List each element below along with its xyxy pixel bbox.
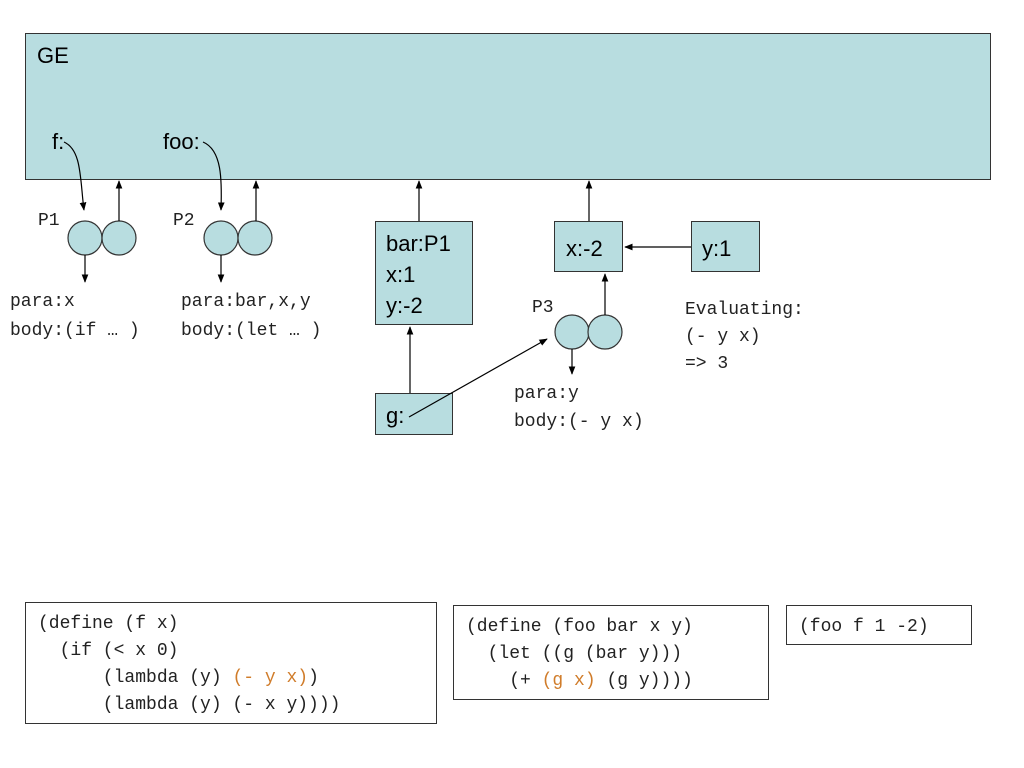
code-define-f: (define (f x) (if (< x 0) (lambda (y) (-…	[25, 602, 437, 724]
frame-binding-x-neg2: x:-2	[566, 236, 603, 261]
code-line: (lambda (y) (- y x))	[38, 668, 319, 688]
highlighted-expression: (- y x)	[232, 668, 309, 688]
frame-binding-bar: bar:P1	[386, 231, 451, 256]
p1-parameters: para:x	[10, 292, 75, 312]
global-environment-label: GE	[37, 43, 69, 68]
global-environment-frame	[25, 33, 991, 180]
p3-parameters: para:y	[514, 384, 579, 404]
procedure-object-p3	[554, 314, 623, 350]
code-line: (define (f x)	[38, 614, 179, 634]
highlighted-expression: (g x)	[541, 671, 596, 691]
code-line: (if (< x 0)	[38, 641, 179, 661]
frame-bar-x-y	[375, 221, 473, 325]
code-line: (define (foo bar x y)	[466, 617, 693, 637]
evaluation-result: => 3	[685, 354, 729, 374]
p3-body: body:(- y x)	[514, 412, 644, 432]
code-line: (lambda (y) (- x y))))	[38, 695, 341, 715]
procedure-label-p3: P3	[532, 298, 554, 318]
frame-binding-x: x:1	[386, 262, 416, 287]
p1-body: body:(if … )	[10, 321, 140, 341]
procedure-object-p1	[67, 220, 137, 256]
frame-binding-y-1: y:1	[702, 236, 732, 261]
arrow-g-to-p3	[408, 338, 548, 418]
p2-body: body:(let … )	[181, 321, 322, 341]
code-define-foo: (define (foo bar x y) (let ((g (bar y)))…	[453, 605, 769, 700]
code-call-foo: (foo f 1 -2)	[786, 605, 972, 645]
arrow-f-to-p1	[63, 141, 87, 211]
binding-f: f:	[52, 129, 65, 154]
arrow-foo-to-p2	[202, 141, 225, 211]
code-line: (+ (g x) (g y))))	[466, 671, 693, 691]
frame-x	[554, 221, 623, 272]
frame-y	[691, 221, 760, 272]
code-line: (let ((g (bar y)))	[466, 644, 683, 664]
procedure-label-p1: P1	[38, 211, 60, 231]
p2-parameters: para:bar,x,y	[181, 292, 311, 312]
frame-binding-g: g:	[386, 403, 405, 428]
binding-foo: foo:	[163, 129, 200, 154]
code-line: (foo f 1 -2)	[799, 617, 929, 637]
procedure-object-p2	[203, 220, 273, 256]
frame-binding-y: y:-2	[386, 293, 423, 318]
evaluation-expression: (- y x)	[685, 327, 761, 347]
procedure-label-p2: P2	[173, 211, 195, 231]
evaluation-heading: Evaluating:	[685, 300, 804, 320]
